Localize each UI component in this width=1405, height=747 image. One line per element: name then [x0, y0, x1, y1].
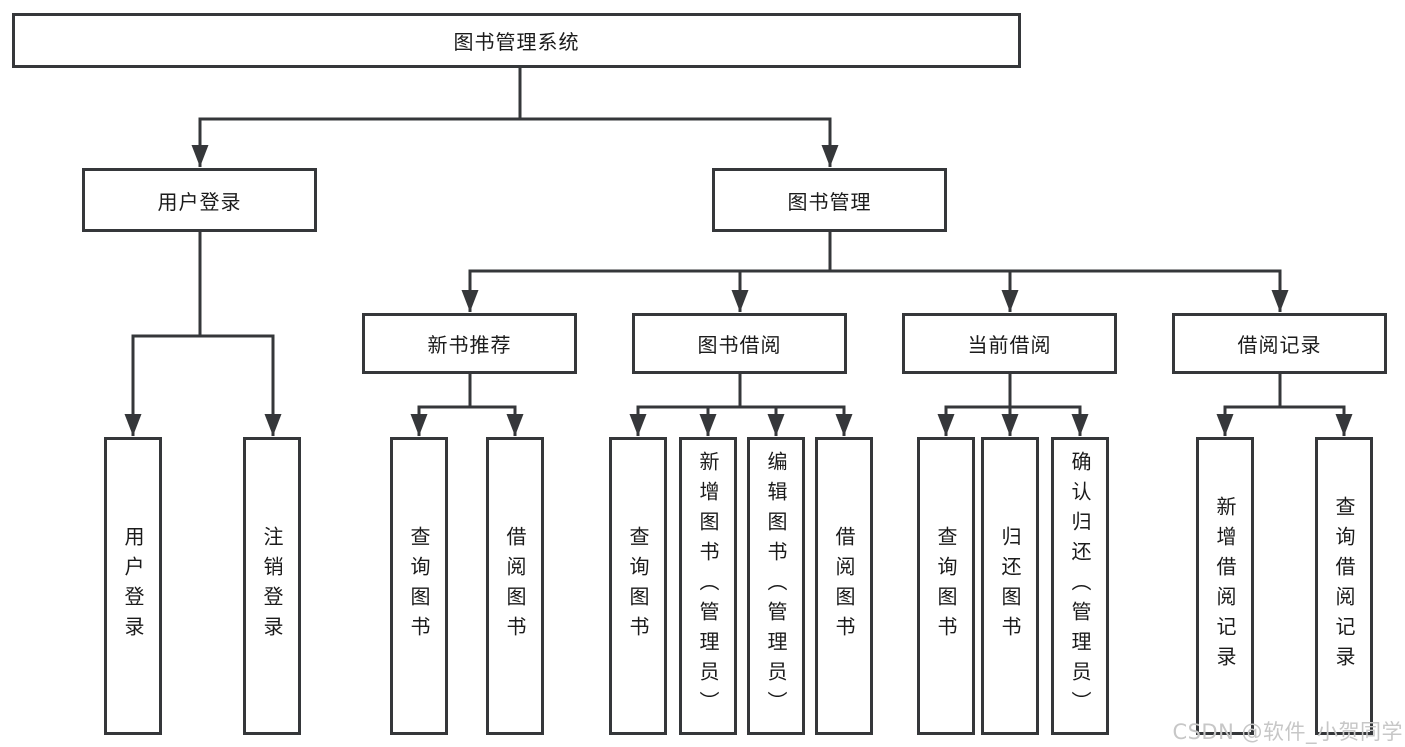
leaf-query-borrow-record-label: 查询借阅记录	[1332, 496, 1356, 676]
node-library-management-system: 图书管理系统	[12, 13, 1021, 68]
leaf-query-borrow-record: 查询借阅记录	[1315, 437, 1373, 735]
leaf-borrow-books-label: 借阅图书	[832, 526, 856, 646]
leaf-confirm-return-admin: 确认归还（管理员）	[1051, 437, 1109, 735]
node-book-borrowing: 图书借阅	[632, 313, 847, 374]
leaf-borrow-books-recommend-label: 借阅图书	[503, 526, 527, 646]
node-new-book-recommendation-label: 新书推荐	[427, 333, 512, 357]
leaf-user-login-label: 用户登录	[121, 526, 145, 646]
node-current-borrowing: 当前借阅	[902, 313, 1117, 374]
leaf-borrow-books: 借阅图书	[815, 437, 873, 735]
leaf-query-books-recommend-label: 查询图书	[407, 526, 431, 646]
node-borrowing-records: 借阅记录	[1172, 313, 1387, 374]
node-library-management-system-label: 图书管理系统	[453, 30, 580, 54]
node-borrowing-records-label: 借阅记录	[1237, 333, 1322, 357]
leaf-user-login: 用户登录	[104, 437, 162, 735]
leaf-query-books-recommend: 查询图书	[390, 437, 448, 735]
node-user-login: 用户登录	[82, 168, 317, 232]
leaf-edit-book-admin: 编辑图书（管理员）	[747, 437, 805, 735]
connector-group	[124, 68, 1353, 436]
leaf-add-borrow-record-label: 新增借阅记录	[1213, 496, 1237, 676]
leaf-return-book-label: 归还图书	[998, 526, 1022, 646]
csdn-watermark: CSDN @软件_小贺同学	[1172, 720, 1403, 744]
leaf-confirm-return-admin-label: 确认归还（管理员）	[1068, 451, 1092, 721]
node-book-management-label: 图书管理	[787, 189, 872, 214]
node-new-book-recommendation: 新书推荐	[362, 313, 577, 374]
leaf-query-books-borrow-label: 查询图书	[626, 526, 650, 646]
node-book-management: 图书管理	[712, 168, 947, 232]
leaf-add-book-admin-label: 新增图书（管理员）	[696, 451, 720, 721]
leaf-edit-book-admin-label: 编辑图书（管理员）	[764, 451, 788, 721]
leaf-query-books-current: 查询图书	[917, 437, 975, 735]
node-current-borrowing-label: 当前借阅	[967, 333, 1052, 357]
leaf-add-book-admin: 新增图书（管理员）	[679, 437, 737, 735]
leaf-query-books-current-label: 查询图书	[934, 526, 958, 646]
leaf-query-books-borrow: 查询图书	[609, 437, 667, 735]
leaf-add-borrow-record: 新增借阅记录	[1196, 437, 1254, 735]
leaf-logout: 注销登录	[243, 437, 301, 735]
node-user-login-label: 用户登录	[157, 189, 242, 214]
node-book-borrowing-label: 图书借阅	[697, 333, 782, 357]
leaf-return-book: 归还图书	[981, 437, 1039, 735]
leaf-logout-label: 注销登录	[260, 526, 284, 646]
leaf-borrow-books-recommend: 借阅图书	[486, 437, 544, 735]
